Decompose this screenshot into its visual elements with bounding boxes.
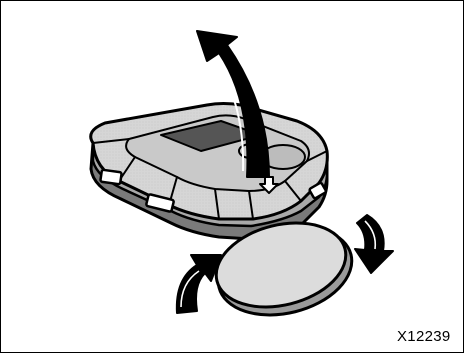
press-arrow-icon	[355, 215, 393, 273]
insert-arrow-icon	[177, 255, 221, 313]
figure-code: X12239	[397, 328, 451, 345]
key-fob-icon	[91, 104, 328, 240]
